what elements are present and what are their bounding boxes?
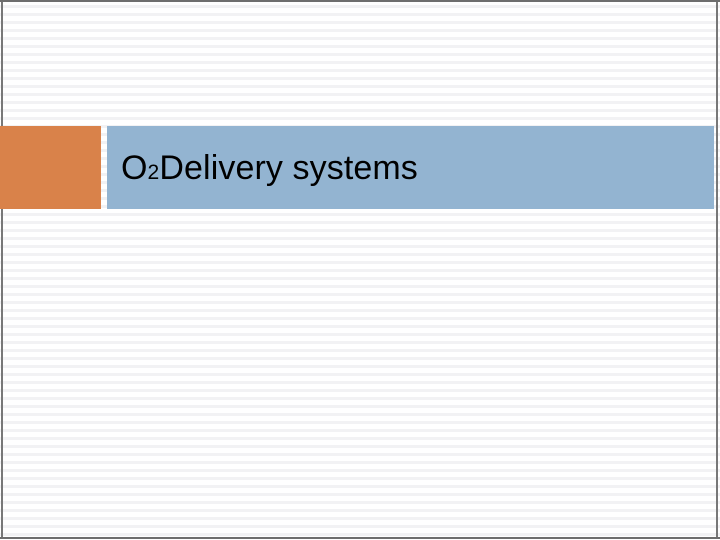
slide-border-left [1, 2, 3, 537]
slide-title-rest: Delivery systems [159, 148, 418, 187]
slide-title-lead: O [121, 148, 148, 187]
slide-title-subscript: 2 [147, 161, 160, 185]
slide-body-area [3, 212, 716, 536]
slide-border-top [0, 0, 720, 2]
slide-border-right [716, 2, 718, 537]
title-accent-block [0, 126, 101, 209]
slide-border-bottom [0, 537, 720, 539]
